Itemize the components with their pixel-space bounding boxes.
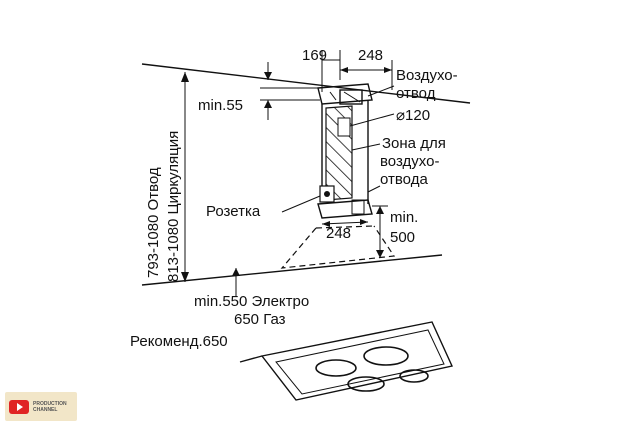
leader-min500 xyxy=(367,185,381,193)
min500-arrow-bottom xyxy=(376,250,384,258)
arrowhead-b248-right xyxy=(360,219,368,225)
dim-height-circ: 813-1080 Циркуляция xyxy=(165,131,182,282)
dim-min500-1: min. xyxy=(390,209,418,226)
bottom-bracket xyxy=(317,199,373,219)
dim-height-vent: 793-1080 Отвод xyxy=(145,167,162,278)
dim-169: 169 xyxy=(302,47,327,64)
height-arrow-bottom xyxy=(181,272,189,282)
leader-air-outlet xyxy=(367,85,395,97)
label-zone-1: Зона для xyxy=(382,135,446,152)
badge-line-2: CHANNEL xyxy=(33,406,58,413)
min550-arrow xyxy=(232,268,240,276)
leader-socket xyxy=(281,195,321,213)
label-air-outlet-1: Воздухо- xyxy=(396,67,458,84)
socket-hole xyxy=(324,191,330,197)
dim-248-bottom: 248 xyxy=(326,225,351,242)
min500-arrow-top xyxy=(376,206,384,214)
burner-1 xyxy=(315,359,357,377)
leader-zone xyxy=(351,143,381,151)
bracket-detail-2 xyxy=(329,91,337,101)
arrowhead-b248-left xyxy=(322,221,330,227)
play-icon xyxy=(9,399,29,414)
label-zone-3: отвода xyxy=(380,171,428,188)
hood-outline xyxy=(280,225,396,269)
cooktop-edge xyxy=(239,355,263,363)
dim-recommend: Рекоменд.650 xyxy=(130,333,228,350)
label-zone-2: воздухо- xyxy=(380,153,439,170)
min55-arrowhead-top xyxy=(264,72,272,80)
badge-line-1: PRODUCTION xyxy=(33,400,67,407)
burner-2 xyxy=(363,346,409,366)
bottom-bracket-plate xyxy=(351,199,365,215)
cooktop xyxy=(260,321,453,401)
label-socket: Розетка xyxy=(206,203,261,220)
dim-duct-diameter: ⌀120 xyxy=(396,107,430,124)
badge-text: PRODUCTION CHANNEL xyxy=(33,401,67,413)
production-channel-badge: PRODUCTION CHANNEL xyxy=(5,392,77,421)
arrowhead-248-right xyxy=(384,67,392,73)
top-bracket-plate xyxy=(339,89,363,105)
leader-duct xyxy=(349,113,395,127)
duct-opening xyxy=(337,117,351,137)
burner-3 xyxy=(347,376,385,392)
label-air-outlet-2: отвод xyxy=(396,85,436,102)
bracket-detail xyxy=(343,91,361,103)
top-bracket xyxy=(317,83,373,105)
min55-arrowhead-bottom xyxy=(264,100,272,108)
counter-line xyxy=(141,254,443,286)
dim-min55: min.55 xyxy=(198,97,243,114)
height-arrow-top xyxy=(181,72,189,82)
arrowhead-248-left xyxy=(340,67,348,73)
cooktop-surface xyxy=(275,329,445,395)
dim-min500-2: 500 xyxy=(390,229,415,246)
burner-4 xyxy=(399,369,429,383)
dim-248-top: 248 xyxy=(358,47,383,64)
dim-min550-electro: min.550 Электро xyxy=(194,293,309,310)
dim-650-gas: 650 Газ xyxy=(234,311,286,328)
ceiling-line xyxy=(141,63,471,104)
